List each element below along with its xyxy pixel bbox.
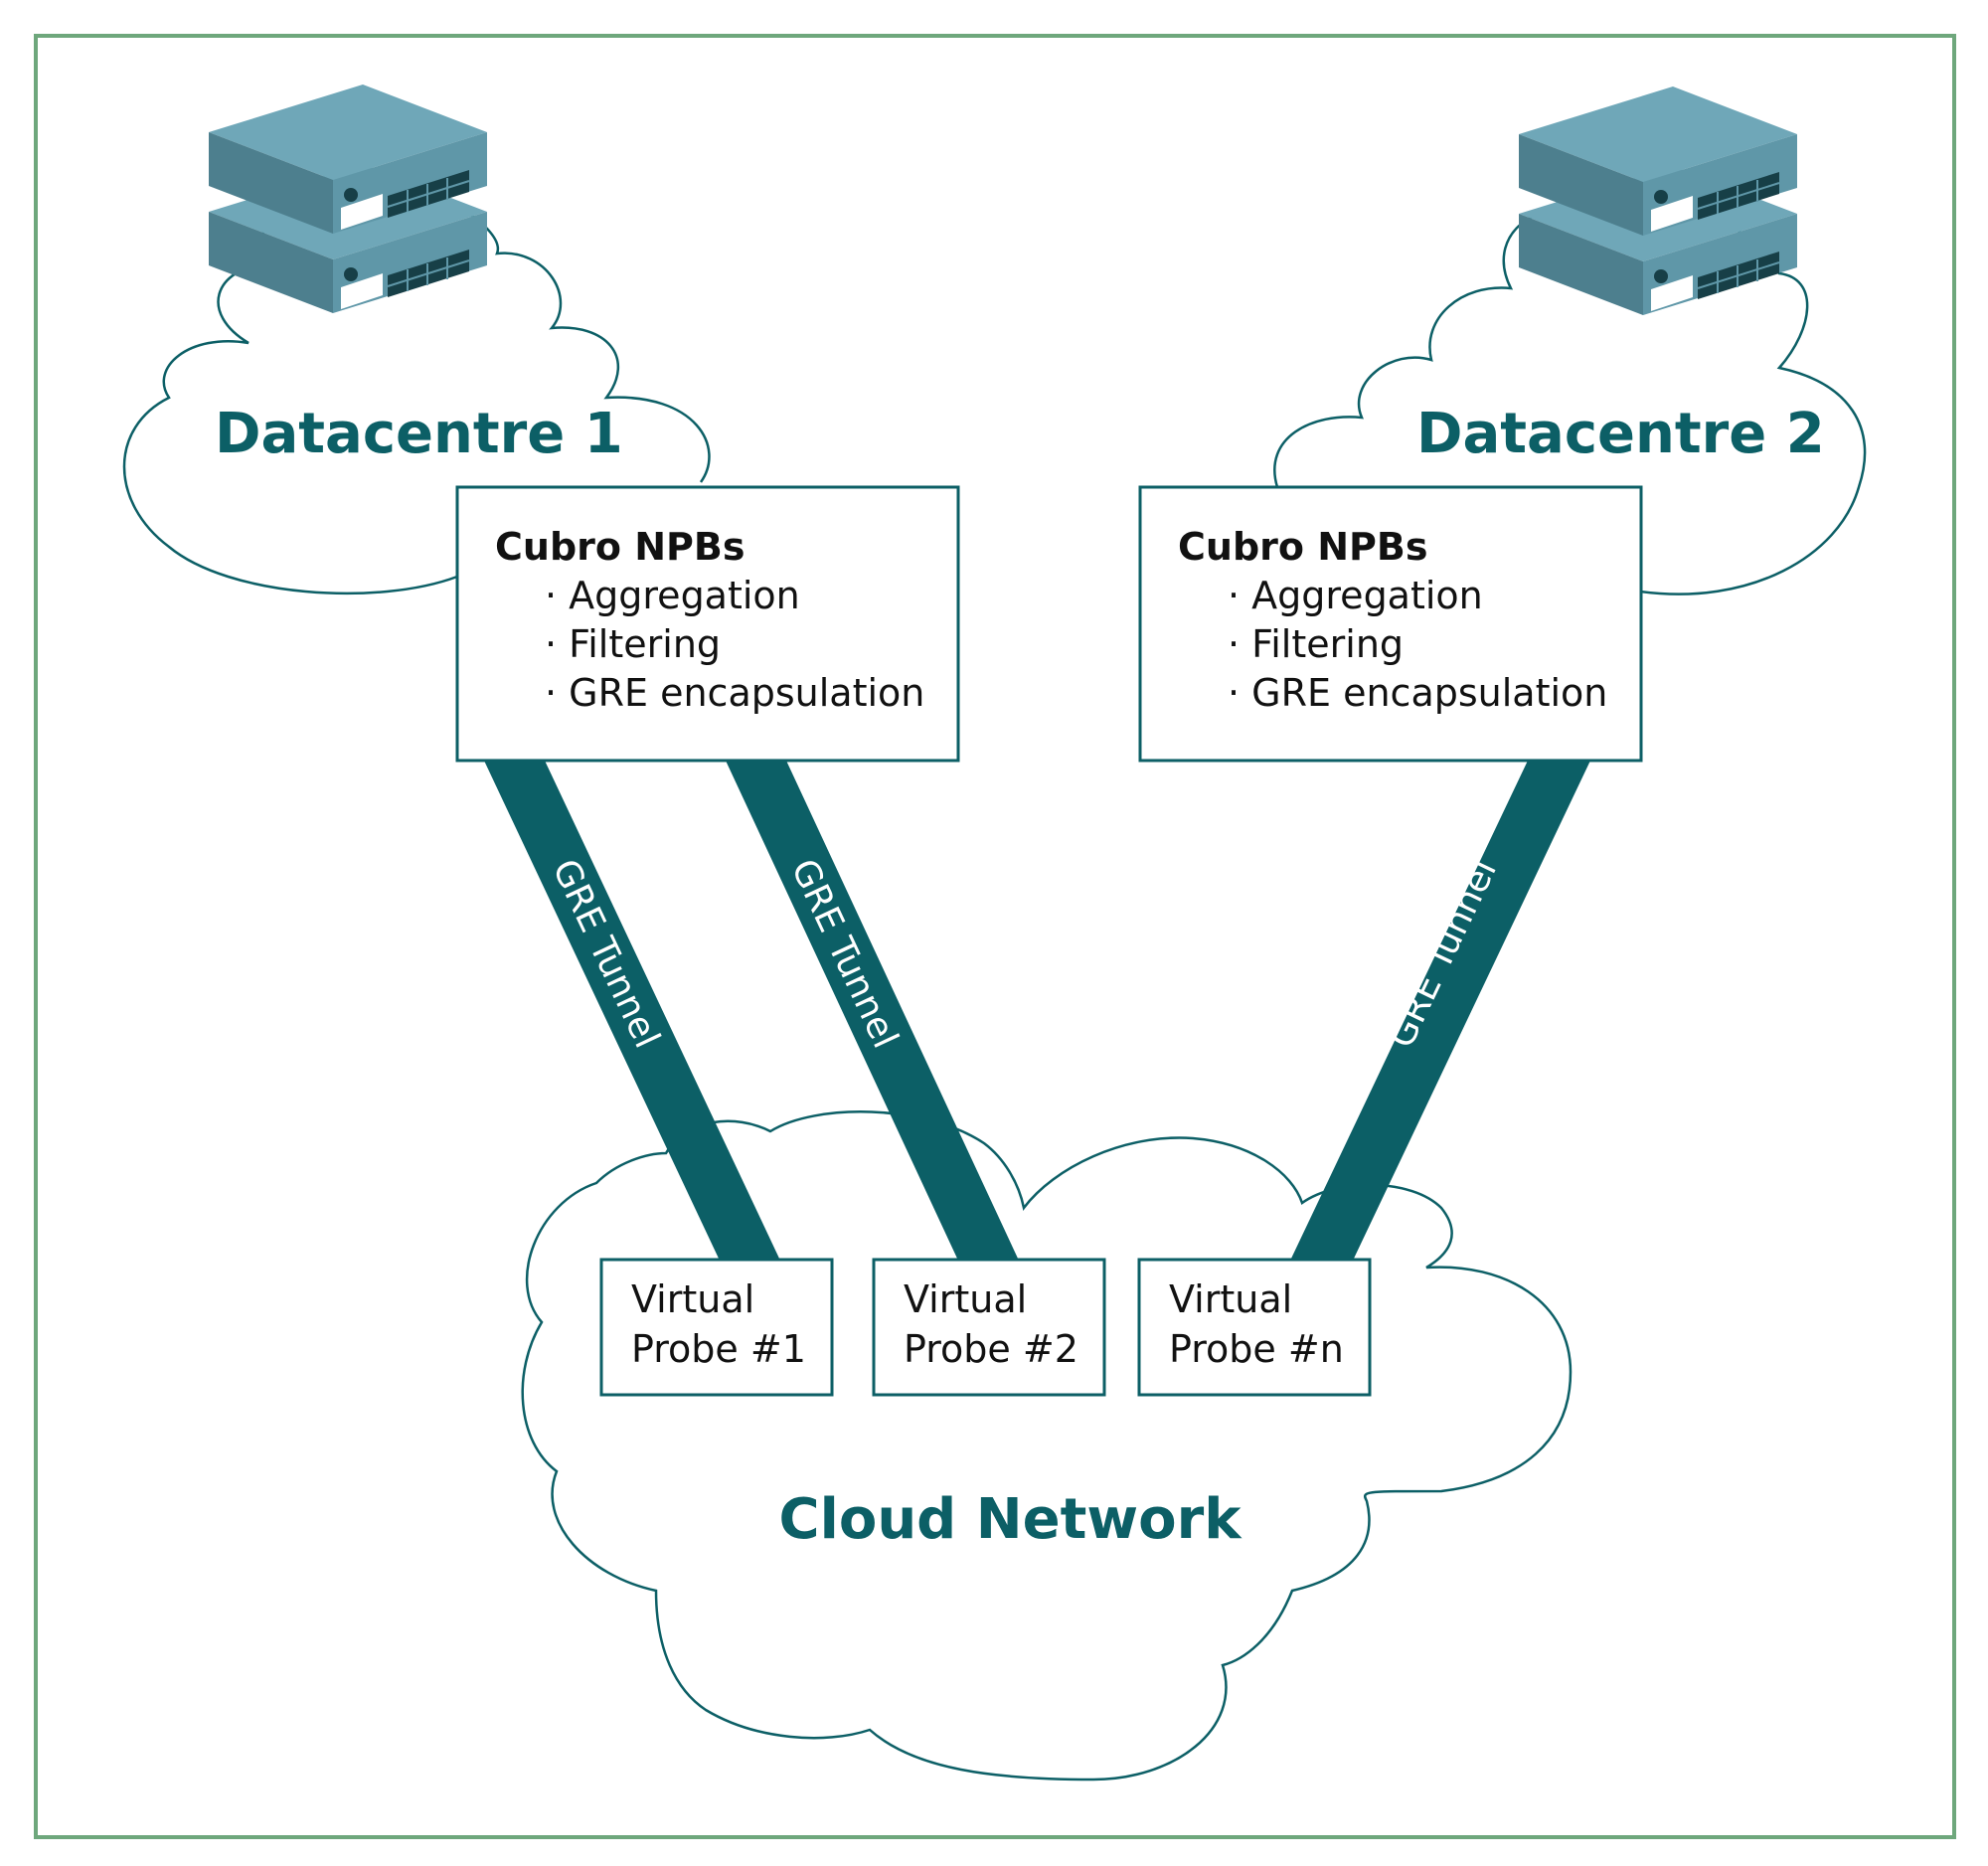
outer-frame xyxy=(34,34,1956,1839)
npb-heading: Cubro NPBs xyxy=(1178,525,1427,569)
probe-label-line1: Virtual xyxy=(904,1277,1027,1321)
datacentre-1-title: Datacentre 1 xyxy=(215,402,623,466)
npb-item-filtering: · Filtering xyxy=(545,622,721,666)
npb-item-aggregation: · Aggregation xyxy=(545,574,800,617)
cloud-network-title: Cloud Network xyxy=(779,1487,1243,1552)
npb-item-aggregation: · Aggregation xyxy=(1228,574,1483,617)
npb-box-datacentre-1: Cubro NPBs · Aggregation · Filtering · G… xyxy=(455,485,960,763)
gre-tunnel-1: GRE Tunnel xyxy=(484,761,780,1261)
virtual-probe-1: Virtual Probe #1 xyxy=(599,1258,834,1397)
npb-item-gre-encapsulation: · GRE encapsulation xyxy=(545,671,924,715)
gre-tunnel-3: GRE Tunnel xyxy=(1290,761,1590,1261)
probe-label-line1: Virtual xyxy=(631,1277,754,1321)
npb-box-datacentre-2: Cubro NPBs · Aggregation · Filtering · G… xyxy=(1138,485,1643,763)
npb-item-gre-encapsulation: · GRE encapsulation xyxy=(1228,671,1607,715)
gre-tunnel-2-label: GRE Tunnel xyxy=(783,853,906,1054)
virtual-probe-n: Virtual Probe #n xyxy=(1137,1258,1372,1397)
probe-label-line2: Probe #2 xyxy=(904,1327,1078,1371)
probe-label-line2: Probe #1 xyxy=(631,1327,806,1371)
probe-label-line2: Probe #n xyxy=(1169,1327,1344,1371)
server-stack-icon xyxy=(1518,85,1798,316)
virtual-probe-2: Virtual Probe #2 xyxy=(872,1258,1106,1397)
datacentre-2-title: Datacentre 2 xyxy=(1416,402,1825,466)
npb-heading: Cubro NPBs xyxy=(495,525,745,569)
probe-label-line1: Virtual xyxy=(1169,1277,1292,1321)
gre-tunnel-2: GRE Tunnel xyxy=(726,761,1019,1261)
gre-tunnel-1-label: GRE Tunnel xyxy=(544,853,667,1054)
server-stack-icon xyxy=(208,84,488,314)
npb-item-filtering: · Filtering xyxy=(1228,622,1404,666)
cloud-network-cloud xyxy=(521,1110,1573,1781)
